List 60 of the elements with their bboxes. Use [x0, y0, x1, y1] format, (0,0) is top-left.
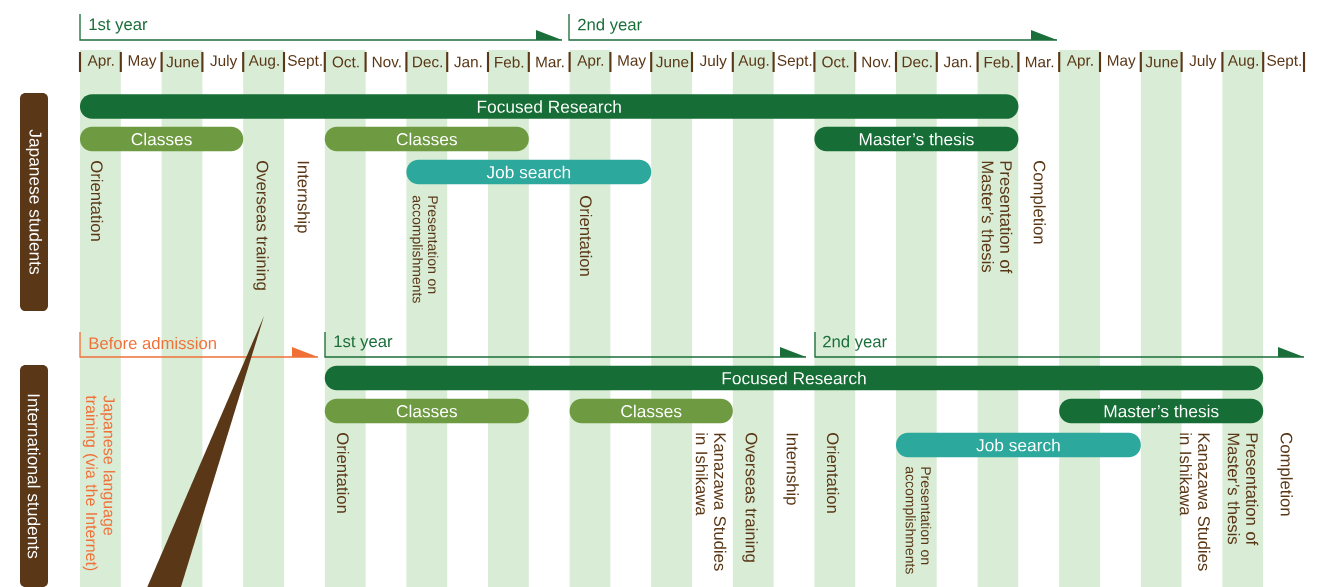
- month-label: Apr.: [1066, 55, 1093, 69]
- month-label: July: [210, 54, 238, 70]
- month-label: Apr.: [87, 55, 114, 69]
- month-label: May: [618, 55, 647, 69]
- row-header: Japanese students: [20, 93, 48, 311]
- event-label: Completion: [1277, 433, 1293, 516]
- timeline-bar: Focused Research: [324, 365, 1264, 391]
- timeline-bar: Master’s thesis: [1059, 398, 1264, 424]
- month-label: Dec.: [413, 56, 442, 68]
- month-label: Dec.: [902, 56, 932, 68]
- month-label: Nov.: [372, 56, 401, 68]
- month-label: Mar.: [1025, 56, 1054, 68]
- event-label: Kanazawa Studies in Ishikawa: [1179, 433, 1211, 571]
- event-label: Presentation of Master’s thesis: [981, 161, 1013, 274]
- timeline-bar: Job search: [406, 159, 652, 185]
- event-label: Orientation: [336, 433, 350, 513]
- event-label: Internship: [783, 433, 799, 505]
- month-label: May: [128, 55, 157, 69]
- month-label: June: [1145, 56, 1178, 68]
- timeline-bar: Classes: [80, 126, 244, 152]
- month-label: Oct.: [822, 56, 849, 68]
- event-label: Presentation of Master’s thesis: [1227, 433, 1259, 546]
- month-label: Mar.: [536, 56, 564, 68]
- month-label: Jan.: [454, 56, 482, 68]
- month-label: Jan.: [943, 56, 972, 68]
- event-label: Orientation: [826, 433, 840, 513]
- event-label: Kanazawa Studies in Ishikawa: [695, 433, 727, 571]
- month-label: June: [166, 56, 199, 68]
- event-label: Japanese language training (via the Internet): [82, 395, 116, 571]
- event-label: Overseas training: [253, 161, 269, 290]
- timeline-bar: Job search: [896, 432, 1141, 458]
- timeline-bar: Master’s thesis: [814, 126, 1019, 152]
- month-label: May: [1108, 55, 1136, 69]
- year-label: 2nd year: [578, 18, 642, 34]
- month-label: Aug.: [1227, 55, 1258, 69]
- month-label: Oct.: [332, 56, 359, 68]
- month-label: Sept.: [288, 55, 322, 69]
- month-label: Sept.: [1267, 55, 1301, 69]
- year-label: 1st year: [89, 18, 148, 34]
- month-label: Aug.: [248, 55, 279, 69]
- month-label: Feb.: [984, 56, 1013, 68]
- month-label: Sept.: [777, 55, 812, 69]
- event-label: Internship: [294, 161, 310, 233]
- timeline-bar: Focused Research: [80, 94, 1019, 119]
- event-label: Completion: [1030, 161, 1046, 244]
- month-label: July: [1189, 54, 1217, 70]
- month-label: June: [656, 56, 689, 68]
- month-label: Apr.: [577, 55, 604, 69]
- timeline-bar: Classes: [324, 126, 529, 152]
- month-label: Aug.: [738, 55, 769, 69]
- event-label: Orientation: [90, 161, 104, 241]
- month-label: Nov.: [862, 56, 891, 68]
- row-header: International students: [20, 365, 48, 587]
- timeline-bar: Classes: [569, 398, 733, 424]
- month-label: Feb.: [495, 56, 524, 68]
- month-label: July: [699, 54, 727, 70]
- year-label: Before admission: [89, 336, 216, 350]
- year-label: 1st year: [334, 335, 393, 351]
- timeline-bar: Classes: [324, 398, 529, 424]
- event-label: Overseas training: [742, 433, 758, 562]
